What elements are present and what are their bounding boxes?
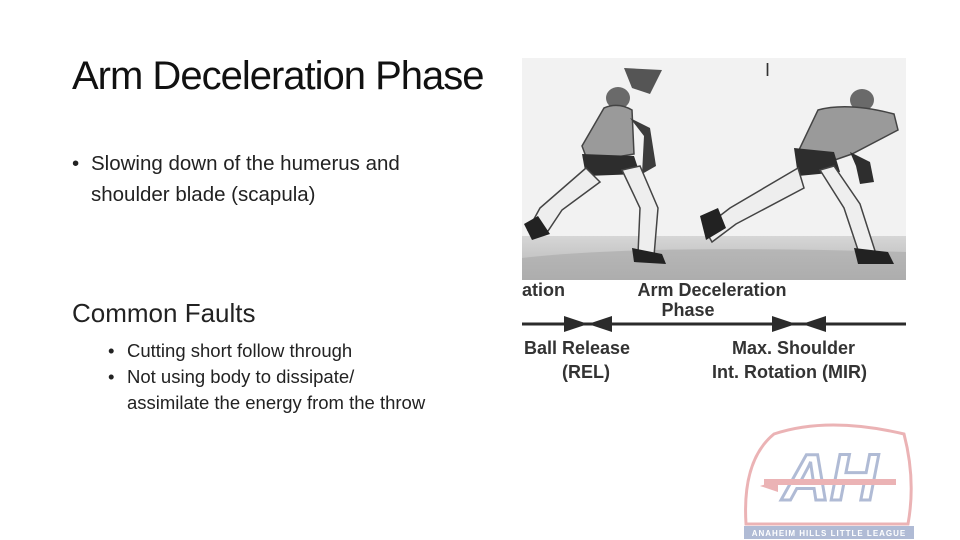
- fault-item: Not using body to dissipate/ assimilate …: [108, 364, 438, 416]
- phase-label-subtitle: Phase: [661, 300, 714, 320]
- phase-label-title: Arm Deceleration: [637, 280, 786, 300]
- ball-release-label: Ball Release: [524, 338, 630, 358]
- phase-label-left: ation: [522, 280, 565, 300]
- photo-mark: I: [765, 60, 770, 80]
- section-heading: Common Faults: [72, 298, 256, 328]
- pitcher-figure-left: [524, 68, 666, 264]
- phase-arrow: [522, 316, 906, 332]
- ball-release-abbr: (REL): [562, 362, 610, 382]
- faults-bullet-list: Cutting short follow through Not using b…: [108, 338, 438, 416]
- logo-letters: AH: [780, 440, 879, 514]
- fault-item: Cutting short follow through: [108, 338, 438, 364]
- pitching-phase-figure: I ation Arm Deceleration Phase Ball Rele…: [522, 58, 906, 382]
- logo-tagline: ANAHEIM HILLS LITTLE LEAGUE: [752, 529, 907, 538]
- main-bullet-list: Slowing down of the humerus and shoulder…: [72, 148, 452, 210]
- max-rotation-label: Max. Shoulder: [732, 338, 855, 358]
- bullet-item: Slowing down of the humerus and shoulder…: [72, 148, 452, 210]
- pitcher-figure-right: [700, 89, 899, 264]
- max-rotation-abbr: Int. Rotation (MIR): [712, 362, 867, 382]
- slide-title: Arm Deceleration Phase: [72, 54, 485, 98]
- league-logo: AH ANAHEIM HILLS LITTLE LEAGUE: [744, 423, 914, 539]
